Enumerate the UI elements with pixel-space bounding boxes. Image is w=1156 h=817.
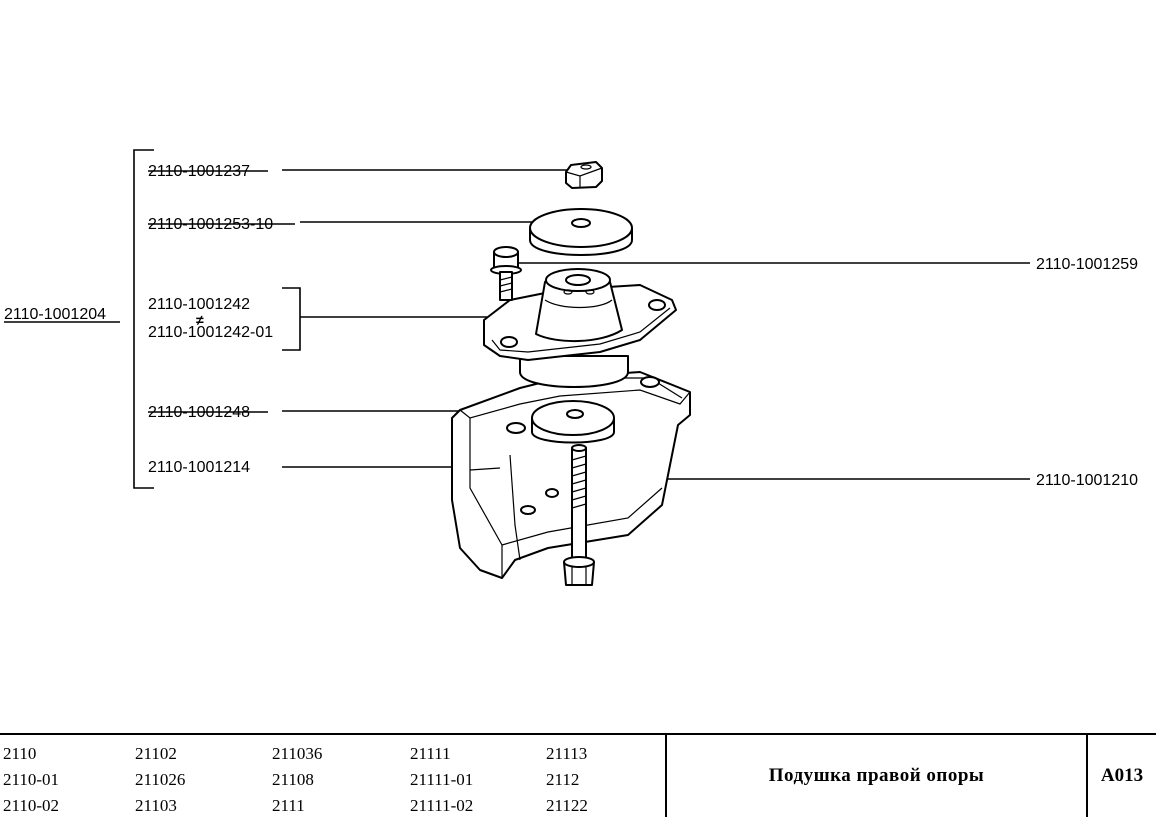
label-assembly: 2110-1001204 xyxy=(4,306,106,323)
exploded-view-diagram: 2110-1001204 2110-1001237 2110-1001253-1… xyxy=(4,149,1138,586)
leader-lines xyxy=(282,169,1030,480)
model-code: 21103 xyxy=(135,796,177,815)
model-code: 21102 xyxy=(135,744,177,763)
model-code: 211026 xyxy=(135,770,186,789)
title-block: 2110 21102 211036 21111 21113 2110-01 21… xyxy=(0,733,1156,817)
drawing-code: A013 xyxy=(1100,765,1144,786)
model-code: 2111 xyxy=(272,796,305,815)
cushion-brace xyxy=(282,287,301,351)
model-code: 2110 xyxy=(3,744,37,763)
divider xyxy=(665,735,667,817)
label-bracket: 2110-1001210 xyxy=(1036,472,1138,489)
drawing-title: Подушка правой опоры xyxy=(768,765,985,786)
label-cushion: 2110-1001242 xyxy=(148,296,250,313)
model-code: 21111-02 xyxy=(410,796,474,815)
model-code: 211036 xyxy=(272,744,323,763)
cushion-part xyxy=(483,268,677,388)
interchange-symbol: ≠ xyxy=(196,312,204,328)
model-code: 21111-01 xyxy=(410,770,474,789)
washer-part xyxy=(529,208,633,256)
assembly-brace xyxy=(133,149,154,489)
nut-part xyxy=(565,161,603,189)
long-bolt-part xyxy=(563,444,595,586)
divider xyxy=(1086,735,1088,817)
model-code: 21122 xyxy=(546,796,588,815)
label-long-bolt: 2110-1001214 xyxy=(148,459,250,476)
model-code: 2112 xyxy=(546,770,580,789)
model-code: 21111 xyxy=(410,744,451,763)
model-code: 2110-02 xyxy=(3,796,60,815)
flange-bolt-part xyxy=(490,246,522,301)
label-flange-bolt: 2110-1001259 xyxy=(1036,256,1138,273)
model-code: 21108 xyxy=(272,770,314,789)
lower-washer-part xyxy=(531,400,615,444)
model-code: 2110-01 xyxy=(3,770,60,789)
label-cushion-alt: 2110-1001242-01 xyxy=(148,324,273,341)
model-code: 21113 xyxy=(546,744,588,763)
